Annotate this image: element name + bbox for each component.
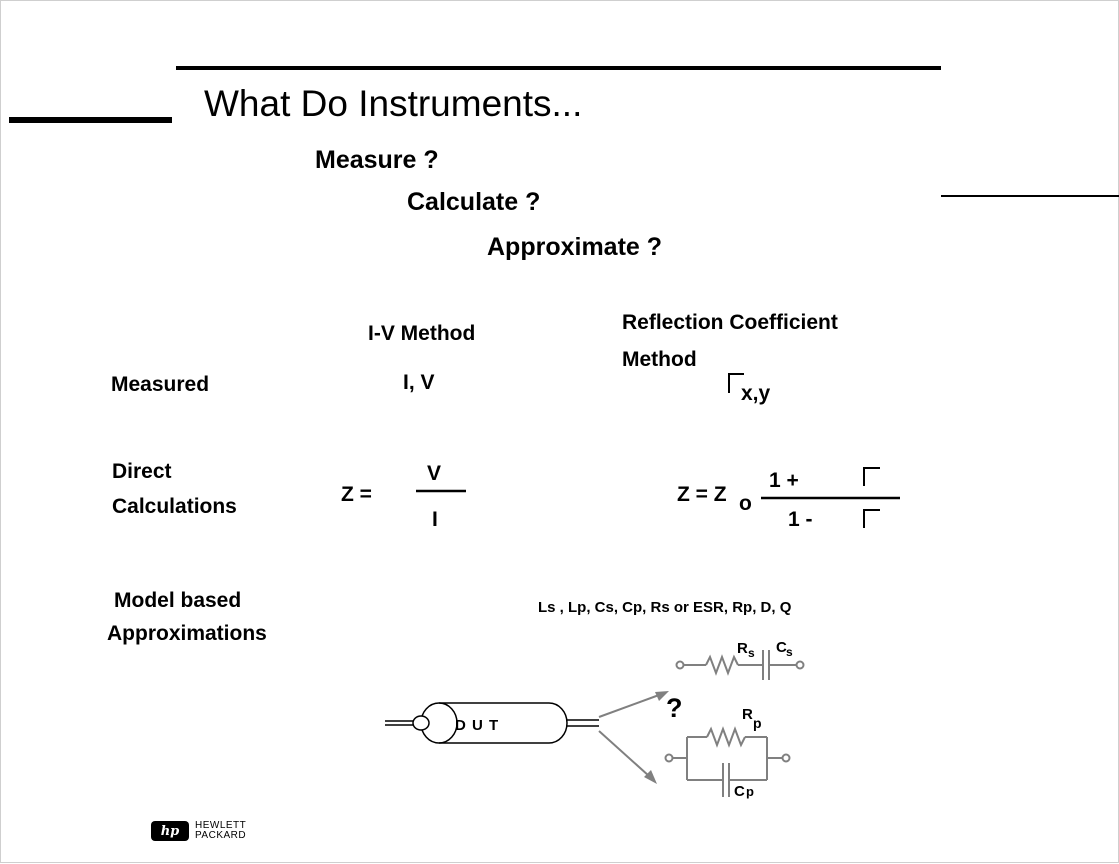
branch-arrows <box>598 691 669 784</box>
iv-z-equals: Z = <box>341 483 372 506</box>
hp-logo: hp HEWLETT PACKARD <box>151 820 246 842</box>
parallel-rc-circuit <box>664 726 791 797</box>
reflection-method-header-line2: Method <box>622 348 697 371</box>
gamma-symbol-denominator <box>863 509 880 528</box>
parallel-c-label: C <box>734 783 745 800</box>
model-label-line2: Approximations <box>107 622 267 645</box>
series-r-label: R <box>737 640 748 657</box>
left-rule <box>9 117 172 123</box>
right-rule <box>941 195 1119 197</box>
series-c-label: C <box>776 639 787 656</box>
series-r-sub: s <box>748 646 755 660</box>
gamma-symbol-numerator <box>863 467 880 486</box>
reflection-method-header-line1: Reflection Coefficient <box>622 311 838 334</box>
top-rule <box>176 66 941 70</box>
slide-title: What Do Instruments... <box>204 83 583 124</box>
rc-numerator: 1 + <box>769 469 799 492</box>
rc-z-subscript: o <box>739 492 752 515</box>
hp-logo-line1: HEWLETT <box>195 820 247 831</box>
hp-logo-text: HEWLETT PACKARD <box>195 821 246 841</box>
measured-label: Measured <box>111 373 210 396</box>
hp-logo-line2: PACKARD <box>195 830 247 841</box>
measured-iv-value: I, V <box>403 371 435 394</box>
iv-denominator: I <box>432 508 438 531</box>
parallel-r-sub: p <box>753 715 762 731</box>
parallel-c-sub: p <box>746 784 754 799</box>
rc-denominator: 1 - <box>788 508 813 531</box>
subtitle-approximate: Approximate ? <box>487 233 663 261</box>
dut-label: D U T <box>455 717 499 734</box>
series-rc-circuit <box>675 650 805 680</box>
subtitle-measure: Measure ? <box>315 146 439 174</box>
rc-z-equals: Z = Z <box>677 483 727 506</box>
model-label-line1: Model based <box>114 589 242 612</box>
dut-component <box>385 702 599 744</box>
hp-logo-mark: hp <box>151 821 189 841</box>
parallel-r-label: R <box>742 706 753 723</box>
iv-numerator: V <box>427 462 442 485</box>
iv-method-header: I-V Method <box>368 322 476 345</box>
direct-label-line1: Direct <box>112 460 172 483</box>
parameter-list: Ls , Lp, Cs, Cp, Rs or ESR, Rp, D, Q <box>538 599 792 616</box>
question-mark: ? <box>666 693 683 723</box>
series-c-sub: s <box>786 645 793 659</box>
subtitle-calculate: Calculate ? <box>407 188 541 216</box>
direct-label-line2: Calculations <box>112 495 237 518</box>
gamma-xy-subscript: x,y <box>741 382 771 405</box>
gamma-symbol-measured <box>728 373 744 393</box>
